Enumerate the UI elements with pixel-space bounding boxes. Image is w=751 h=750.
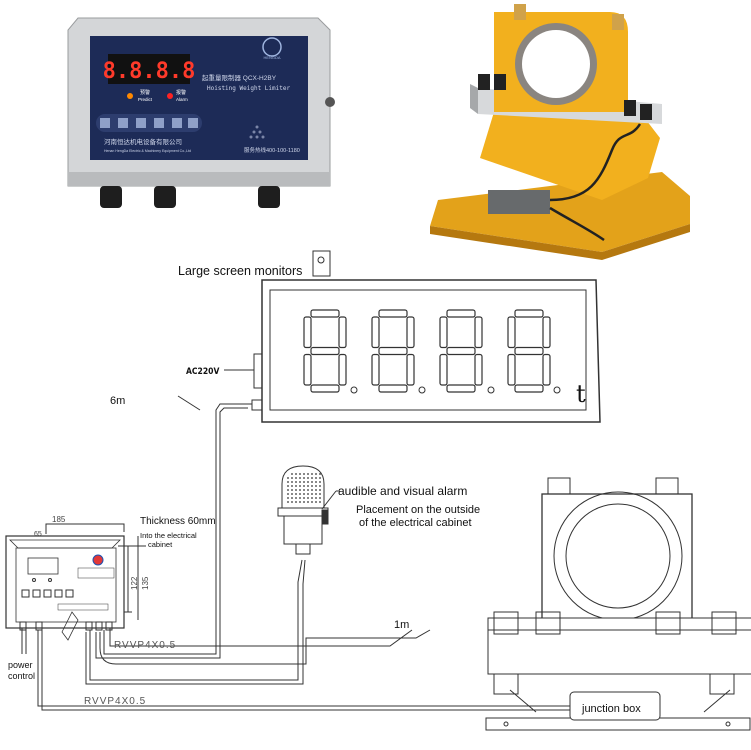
large-screen-label: Large screen monitors: [178, 264, 302, 278]
monitor-digit-2: [371, 309, 415, 393]
cable-junction: [37, 630, 570, 707]
connector-icons: [19, 621, 113, 631]
length-1m-label: 1m: [394, 619, 409, 631]
monitor-digit-3: [439, 309, 483, 393]
buzzer-icon: [249, 125, 265, 139]
key-2: [118, 118, 128, 128]
key-4: [154, 118, 164, 128]
large-screen-monitor: [224, 250, 601, 423]
wiring: [21, 395, 570, 711]
controller-title-cn: 起重量限制器 QCX-H2BY: [202, 73, 277, 82]
sensor-line-drawing: [485, 477, 751, 731]
into-cabinet-label-2: cabinet: [148, 540, 173, 549]
key-1: [100, 118, 110, 128]
placement-label-1: Placement on the outside: [356, 504, 480, 516]
display-digits: 8.8.8.8: [103, 59, 196, 84]
dim-122: 122: [130, 576, 139, 590]
sensor-photo: [430, 4, 690, 260]
alarm-title-label: audible and visual alarm: [338, 484, 467, 498]
company-logo-icon: [92, 554, 104, 566]
dim-65: 65: [34, 531, 42, 538]
service-hotline: 服务热线400-100-1180: [244, 146, 300, 154]
company-logo-icon: [262, 37, 282, 57]
key-3: [136, 118, 146, 128]
alarm-led: [167, 93, 173, 99]
predict-label-cn: 预警: [140, 89, 150, 96]
length-6m-label: 6m: [110, 395, 125, 407]
alarm-light: [277, 465, 329, 555]
alarm-label-cn: 报警: [176, 89, 186, 96]
dim-135: 135: [141, 576, 150, 590]
dim-185: 185: [52, 515, 66, 524]
cable-spec-1: RVVP4X0.5: [114, 640, 176, 651]
cable-spec-2: RVVP4X0.5: [84, 696, 146, 707]
ac220v-label: AC220V: [186, 367, 219, 377]
controller-line-drawing: [5, 523, 146, 641]
cable-1m: [99, 629, 431, 665]
junction-box-outline: [569, 691, 661, 721]
sensor-cable: [549, 123, 642, 202]
digit-display: [108, 54, 190, 84]
junction-box-photo: [488, 190, 550, 214]
controller-photo: 8.8.8.8 预警 Predict 报警 Alarm HENGDA 起重量限制…: [67, 17, 335, 208]
company-name-en: Henan HengDa Electric & Machinery Equipm…: [104, 149, 191, 153]
cable-monitor-controller: [103, 403, 252, 655]
control-label: control: [8, 671, 35, 681]
into-cabinet-label-1: Into the electrical: [140, 531, 197, 540]
company-logo-text: HENGDA: [263, 55, 280, 60]
monitor-digit-4: [507, 309, 551, 393]
thickness-label: Thickness 60mm: [140, 516, 216, 527]
junction-box-label: junction box: [581, 703, 641, 715]
controller-keys: [21, 589, 74, 598]
predict-led: [127, 93, 133, 99]
predict-label-en: Predict: [138, 97, 153, 102]
lock-knob-icon: [325, 97, 335, 107]
labels: Large screen monitors AC220V 6m t Thickn…: [8, 264, 641, 715]
key-5: [172, 118, 182, 128]
monitor-digit-1: [303, 309, 347, 393]
placement-label-2: of the electrical cabinet: [359, 517, 472, 529]
unit-t-label: t: [576, 380, 586, 408]
keypad: [96, 114, 202, 132]
cable-gland-icon: [100, 186, 280, 208]
seven-segment-digits: [303, 309, 551, 393]
alarm-label-en: Alarm: [176, 97, 188, 102]
power-label: power: [8, 660, 33, 670]
controller-title-en: Hoisting Weight Limiter: [207, 85, 290, 92]
cable-alarm-controller: [89, 559, 303, 681]
company-name-cn: 河南恒达机电设备有限公司: [104, 137, 182, 146]
bolt-icon: [514, 4, 526, 20]
key-6: [188, 118, 198, 128]
